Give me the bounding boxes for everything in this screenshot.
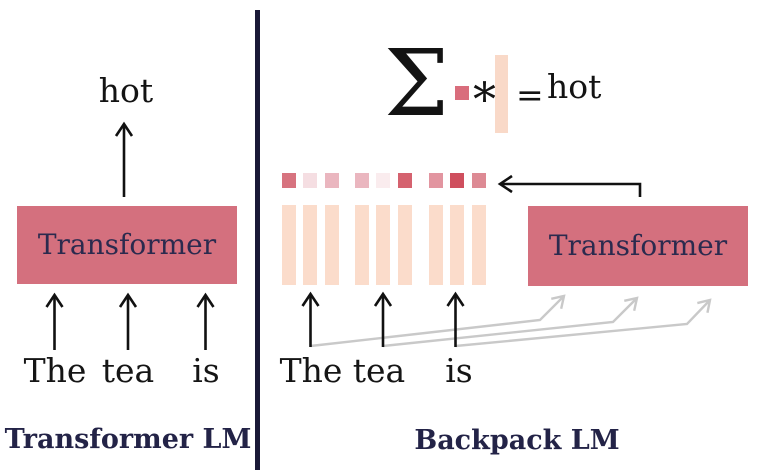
sense-vector-bar-4 (354, 205, 369, 285)
sense-weight-square-9 (471, 173, 486, 188)
sense-vector-bar-1 (281, 205, 296, 285)
sense-vector-bar-9 (471, 205, 486, 285)
left-transformer-box-label: Transformer (37, 228, 217, 261)
right-transformer-box: Transformer (528, 206, 748, 286)
equation-sense-vector-bar (495, 55, 508, 133)
sum-symbol: Σ (384, 30, 450, 137)
equals-symbol: = (516, 75, 544, 114)
sense-vector-bar-7 (428, 205, 443, 285)
left-transformer-box: Transformer (17, 206, 237, 284)
right-input-word-the: The (279, 351, 343, 390)
equation-weight-square (455, 86, 469, 100)
multiply-symbol: * (473, 72, 496, 126)
sense-weight-square-4 (354, 173, 369, 188)
panel-divider (255, 10, 260, 470)
sense-vector-bar-5 (376, 205, 390, 285)
left-panel-title: Transformer LM (4, 424, 252, 455)
right-input-word-is: is (445, 351, 473, 390)
sense-weight-square-3 (324, 173, 339, 188)
sense-weight-square-1 (281, 173, 296, 188)
sense-weight-square-8 (450, 173, 464, 188)
left-input-word-the: The (23, 351, 87, 390)
sense-weight-square-2 (303, 173, 317, 188)
sense-vector-bar-2 (303, 205, 317, 285)
sense-vector-bar-8 (450, 205, 464, 285)
left-predicted-word: hot (98, 71, 154, 110)
right-input-word-tea: tea (352, 351, 406, 390)
left-input-word-tea: tea (101, 351, 155, 390)
right-transformer-box-label: Transformer (548, 229, 728, 262)
equation-result-word: hot (547, 67, 602, 106)
sense-weight-square-6 (397, 173, 412, 188)
sense-weight-square-7 (428, 173, 443, 188)
right-panel-title: Backpack LM (414, 425, 620, 456)
sense-vector-bar-6 (397, 205, 412, 285)
left-input-word-is: is (192, 351, 220, 390)
sense-weight-square-5 (376, 173, 390, 188)
sense-vector-bar-3 (324, 205, 339, 285)
